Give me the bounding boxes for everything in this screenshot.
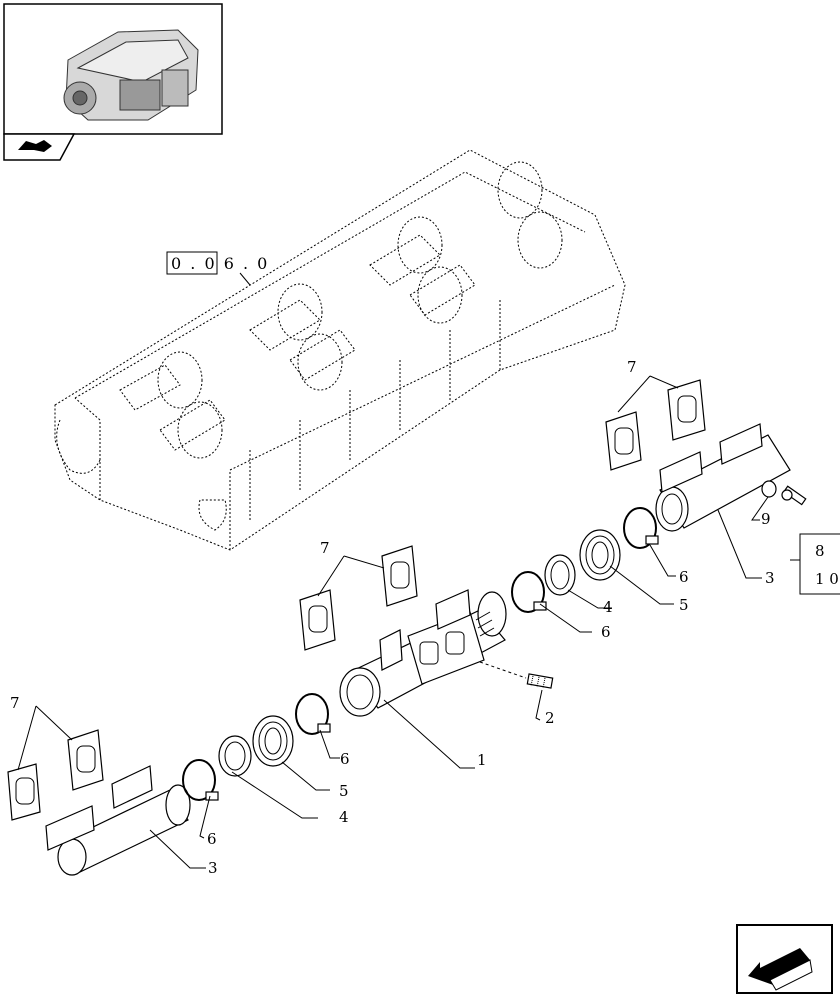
callout-6-a: 6: [679, 568, 689, 586]
callout-6-b: 6: [601, 623, 611, 641]
gasket-middle[interactable]: [299, 545, 418, 651]
callout-2: 2: [545, 709, 555, 727]
cylinder-bore: [297, 333, 343, 391]
callout-5-upper: 5: [679, 596, 689, 614]
stud[interactable]: [479, 661, 554, 689]
clamp-lower-left[interactable]: [182, 759, 219, 801]
cylinder-bore: [277, 283, 323, 341]
cylinder-bore: [517, 211, 563, 269]
callout-6-c: 6: [340, 750, 350, 768]
leader-lines: [17, 375, 769, 869]
cylinder-bore: [417, 266, 463, 324]
callout-1: 1: [477, 751, 487, 769]
callout-3-lower: 3: [208, 859, 218, 877]
engine-thumbnail-icon[interactable]: [3, 3, 223, 135]
sleeve-lower[interactable]: [218, 735, 252, 777]
cylinder-bore: [157, 351, 203, 409]
callout-7-middle: 7: [320, 539, 330, 557]
book-tab-icon[interactable]: [3, 133, 76, 161]
callout-9: 9: [761, 510, 771, 528]
callout-4-upper: 4: [603, 598, 613, 616]
cylinder-head-outline: [54, 149, 626, 551]
callout-7-lower: 7: [10, 694, 20, 712]
clamp-upper-middle[interactable]: [511, 571, 547, 613]
callout-4-lower: 4: [339, 808, 349, 826]
cylinder-bore: [397, 216, 443, 274]
sleeve-upper[interactable]: [544, 554, 576, 596]
cylinder-bore: [497, 161, 543, 219]
side-label-1: 8: [815, 542, 825, 560]
side-label-2: 1 0: [815, 570, 839, 588]
callout-6-d: 6: [207, 830, 217, 848]
clamp-lower-middle[interactable]: [295, 693, 331, 735]
callout-3-upper: 3: [765, 569, 775, 587]
side-reference-box[interactable]: 8 1 0: [790, 533, 840, 595]
clamp-upper-right[interactable]: [623, 507, 659, 549]
callout-7-upper: 7: [627, 358, 637, 376]
reference-label: 0 . 0 6 . 0: [171, 254, 269, 273]
manifold-end-section-lower[interactable]: [45, 765, 191, 876]
callout-5-lower: 5: [339, 782, 349, 800]
gasket-left[interactable]: [7, 729, 104, 821]
callouts: 1 2 3 3 4 4 5 5 6 6 6 6 7 7 7 9: [10, 358, 775, 877]
cylinder-bore: [177, 401, 223, 459]
screw[interactable]: [781, 485, 807, 506]
manifold-center-section[interactable]: [339, 589, 507, 717]
spacer[interactable]: [761, 480, 777, 498]
next-page-arrow-icon[interactable]: [736, 924, 833, 994]
bellows-upper[interactable]: [579, 529, 621, 581]
gasket-upper-right[interactable]: [605, 379, 706, 471]
manifold-end-section-upper[interactable]: [655, 423, 791, 532]
bellows-lower[interactable]: [252, 715, 294, 767]
reference-box[interactable]: 0 . 0 6 . 0: [166, 251, 269, 286]
